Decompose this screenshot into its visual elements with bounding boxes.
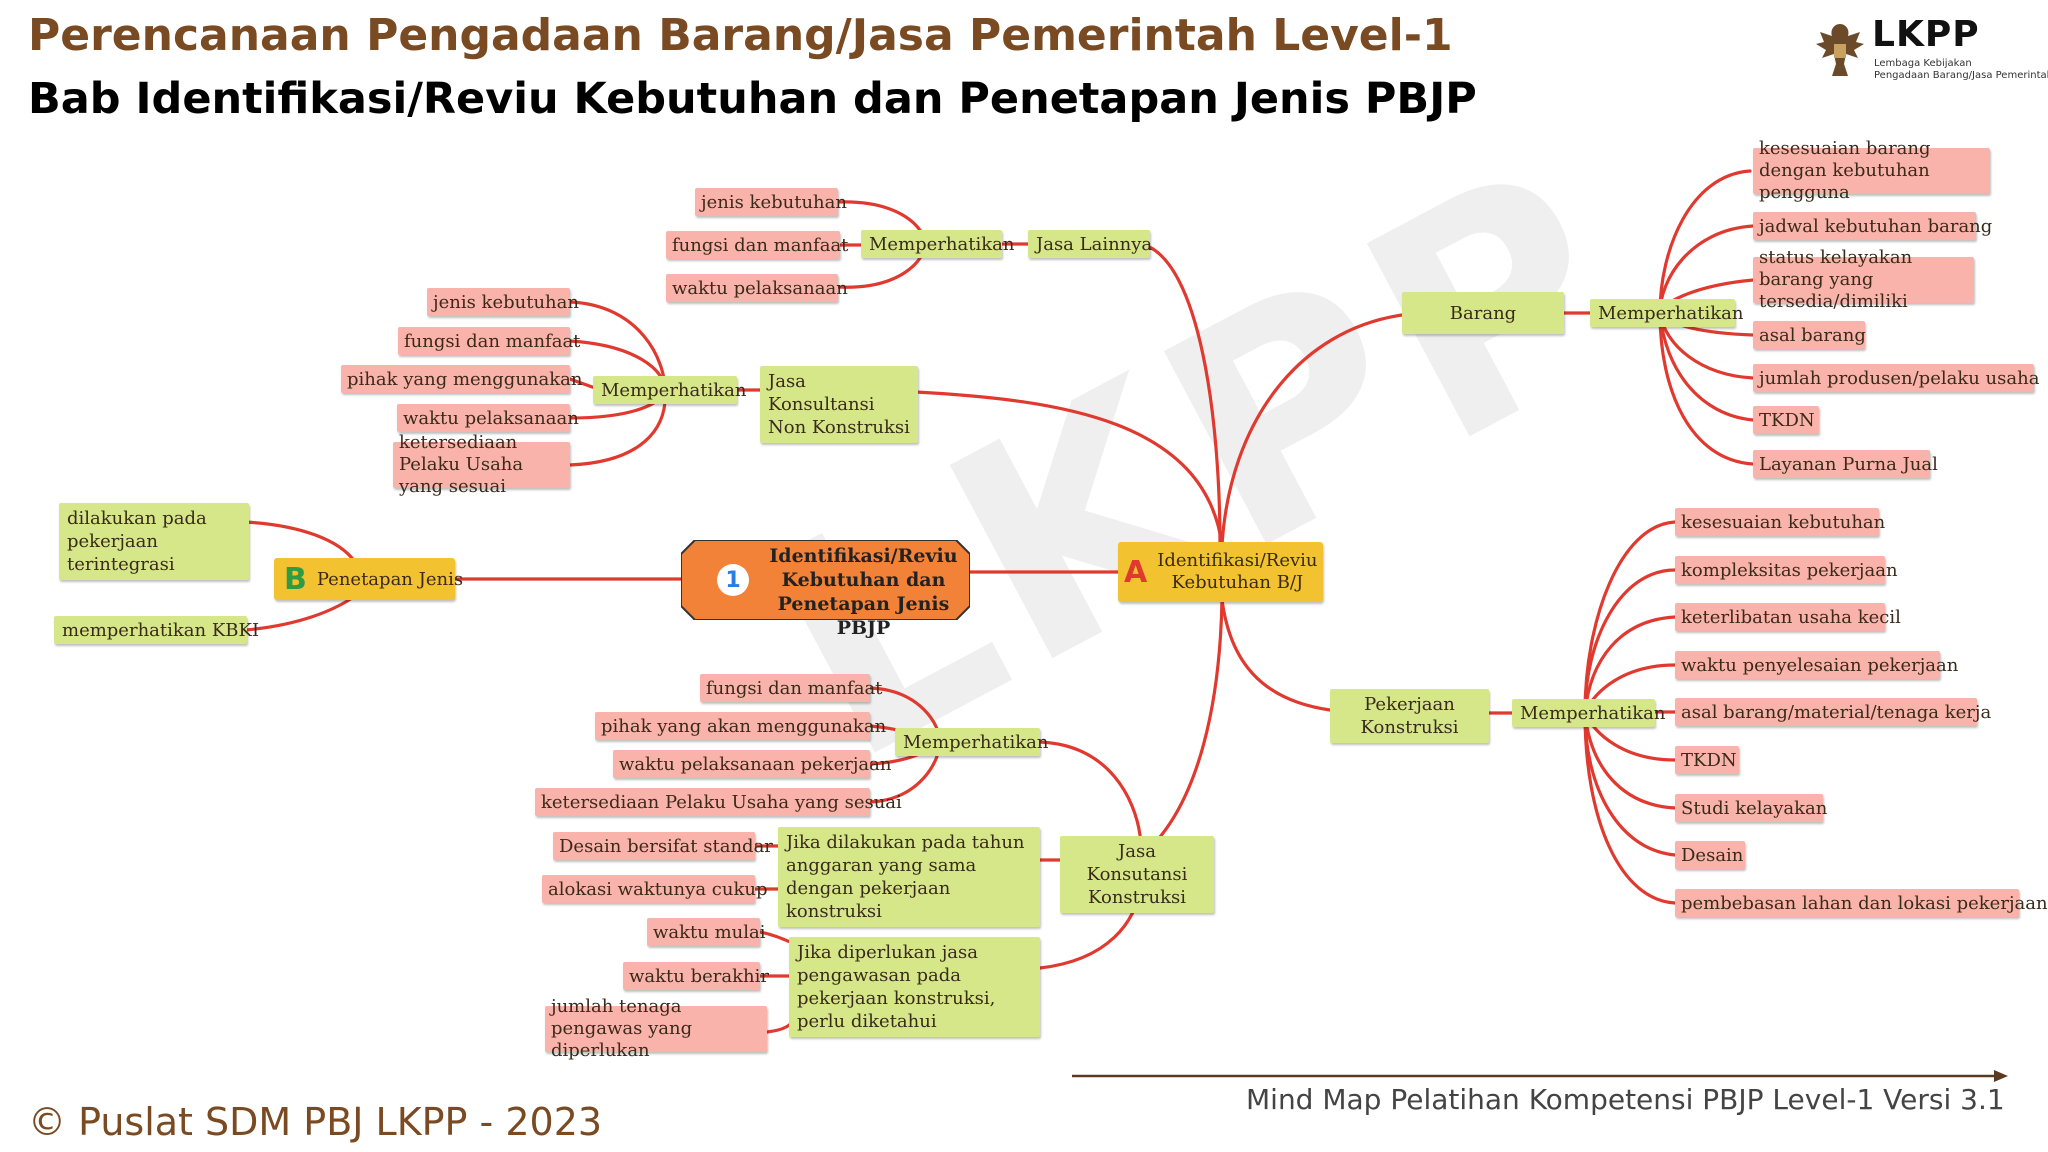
barang-item-purna-jual[interactable]: Layanan Purna Jual [1753,450,1938,478]
page-subtitle: Bab Identifikasi/Reviu Kebutuhan dan Pen… [28,74,1477,124]
pk-item-studi[interactable]: Studi kelayakan [1675,794,1827,822]
jasa-konsultansi-konstruksi-node[interactable]: Jasa Konsutansi Konstruksi [1060,836,1214,913]
lkpp-logo: LKPP Lembaga Kebijakan Pengadaan Barang/… [1812,14,2048,82]
jl-item-waktu[interactable]: waktu pelaksanaan [666,274,848,302]
copyright-text: © Puslat SDM PBJ LKPP - 2023 [28,1100,603,1144]
pekerjaan-konstruksi-node[interactable]: Pekerjaan Konstruksi [1330,689,1489,743]
link-a-pekerjaan-konstruksi [1220,598,1332,712]
jkn-item-ketersediaan[interactable]: ketersediaan Pelaku Usaha yang sesuai [393,432,570,497]
page-title: Perencanaan Pengadaan Barang/Jasa Pemeri… [28,10,1453,61]
jasa-lainnya-node[interactable]: Jasa Lainnya [1028,230,1152,258]
jkn-memperhatikan[interactable]: Memperhatikan [593,376,746,404]
logo-wordmark: LKPP [1872,14,1980,55]
jkn-item-jenis[interactable]: jenis kebutuhan [427,288,579,316]
jkk-sama-tahun-node[interactable]: Jika dilakukan pada tahun anggaran yang … [778,827,1040,927]
pk-item-waktu[interactable]: waktu penyelesaian pekerjaan [1675,651,1958,679]
jkk-item-waktu[interactable]: waktu pelaksanaan pekerjaan [613,750,891,778]
pk-item-tkdn[interactable]: TKDN [1675,746,1739,774]
barang-node[interactable]: Barang [1402,292,1564,334]
jkk-memperhatikan[interactable]: Memperhatikan [895,728,1048,756]
barang-memperhatikan[interactable]: Memperhatikan [1590,299,1743,327]
branch-b-node[interactable]: B Penetapan Jenis [274,558,463,600]
jkn-item-fungsi[interactable]: fungsi dan manfaat [398,327,580,355]
barang-item-status[interactable]: status kelayakan barang yang tersedia/di… [1753,247,1974,312]
jkn-item-pihak[interactable]: pihak yang menggunakan [341,365,582,393]
jkk-item-tenaga-pengawas[interactable]: jumlah tenaga pengawas yang diperlukan [545,996,767,1061]
jkk-item-desain-standar[interactable]: Desain bersifat standar [553,832,773,860]
pk-memperhatikan[interactable]: Memperhatikan [1512,699,1665,727]
logo-subtitle-line2: Pengadaan Barang/Jasa Pemerintah [1874,70,2048,81]
pk-item-kompleksitas[interactable]: kompleksitas pekerjaan [1675,556,1898,584]
barang-item-kesesuaian[interactable]: kesesuaian barang dengan kebutuhan pengg… [1753,138,1990,203]
jkk-item-waktu-berakhir[interactable]: waktu berakhir [623,962,769,990]
garuda-emblem-icon [1816,24,1864,76]
pk-item-desain[interactable]: Desain [1675,841,1745,869]
pk-item-kesesuaian[interactable]: kesesuaian kebutuhan [1675,508,1885,536]
jkk-item-waktu-mulai[interactable]: waktu mulai [647,918,766,946]
barang-item-jumlah[interactable]: jumlah produsen/pelaku usaha [1753,364,2039,392]
pk-item-asal[interactable]: asal barang/material/tenaga kerja [1675,698,1991,726]
barang-item-tkdn[interactable]: TKDN [1753,406,1819,434]
pk-item-usaha-kecil[interactable]: keterlibatan usaha kecil [1675,603,1901,631]
link-a-jasa-konsultansi-non [914,390,1224,547]
jasa-lainnya-memperhatikan[interactable]: Memperhatikan [861,230,1014,258]
link-a-barang [1220,313,1404,547]
jl-item-jenis[interactable]: jenis kebutuhan [695,188,847,216]
b-item-kbki[interactable]: memperhatikan KBKI [54,616,259,644]
barang-item-asal[interactable]: asal barang [1753,321,1866,349]
footer-caption: Mind Map Pelatihan Kompetensi PBJP Level… [1246,1083,2005,1116]
jkk-item-fungsi[interactable]: fungsi dan manfaat [700,674,882,702]
branch-b-letter: B [284,561,307,597]
link-b-integrasi [243,520,357,564]
jkk-pengawasan-node[interactable]: Jika diperlukan jasa pengawasan pada pek… [789,937,1040,1037]
jkk-item-pihak[interactable]: pihak yang akan menggunakan [595,712,886,740]
jkk-item-ketersediaan[interactable]: ketersediaan Pelaku Usaha yang sesuai [535,788,902,816]
jkn-item-waktu[interactable]: waktu pelaksanaan [397,404,579,432]
branch-a-label: Identifikasi/Reviu Kebutuhan B/J [1157,550,1318,593]
link-a-jasa-konsultansi-konstruksi [1146,598,1224,852]
central-label: Identifikasi/Reviu Kebutuhan dan Penetap… [769,545,958,639]
jasa-konsultansi-non-node[interactable]: Jasa Konsultansi Non Konstruksi [760,366,918,443]
jkk-item-alokasi-waktu[interactable]: alokasi waktunya cukup [542,875,767,903]
pk-item-pembebasan[interactable]: pembebasan lahan dan lokasi pekerjaan [1675,889,2048,917]
link-b-kbki [244,594,357,632]
link-a-jasa-lainnya [1140,242,1222,547]
b-item-integrasi[interactable]: dilakukan pada pekerjaan terintegrasi [59,503,249,580]
central-node[interactable]: 1 Identifikasi/Reviu Kebutuhan dan Penet… [681,540,970,639]
central-node-shape [681,540,970,620]
barang-item-jadwal[interactable]: jadwal kebutuhan barang [1753,212,1992,240]
logo-subtitle-line1: Lembaga Kebijakan [1874,58,1972,69]
branch-b-label: Penetapan Jenis [316,568,464,590]
footer-arrow-icon [1072,1070,2008,1082]
central-number-badge: 1 [717,564,749,596]
jl-item-fungsi[interactable]: fungsi dan manfaat [666,231,848,259]
branch-a-node[interactable]: A Identifikasi/Reviu Kebutuhan B/J [1118,542,1323,602]
branch-a-letter: A [1124,554,1148,590]
